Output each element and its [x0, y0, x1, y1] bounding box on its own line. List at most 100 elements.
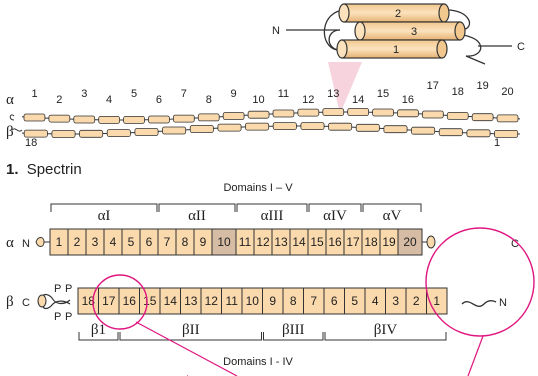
strand-segment	[189, 125, 214, 133]
strand-segment	[328, 122, 353, 131]
beta-repeat-number-9: 9	[269, 294, 276, 308]
strand-segment	[383, 125, 408, 134]
strand-number-10: 10	[252, 94, 264, 106]
strand-number-8: 8	[206, 94, 212, 106]
inset-c-terminus: C	[517, 41, 525, 53]
alpha-repeat-number-1: 1	[56, 235, 63, 249]
alpha-repeat-box-10	[211, 228, 237, 256]
alpha-n-terminus: N	[22, 238, 30, 250]
alpha-repeat-number-15: 15	[310, 235, 324, 249]
strand-segment	[247, 110, 270, 119]
alpha-repeat-number-12: 12	[256, 235, 270, 249]
strand-segment	[471, 113, 494, 122]
helix-label-1: 1	[393, 44, 399, 56]
strand-number-4: 4	[106, 94, 112, 106]
beta-n-terminus: N	[499, 297, 507, 309]
strand-segment	[297, 108, 320, 117]
alpha-repeat-number-9: 9	[200, 235, 207, 249]
alpha-greek-label: α	[6, 235, 14, 251]
alpha-repeat-number-11: 11	[239, 235, 252, 249]
helix-label-3: 3	[411, 26, 417, 38]
strand-segment	[162, 126, 187, 135]
beta-domain-label: β1	[91, 322, 106, 338]
alpha-strand	[9, 108, 521, 124]
alpha-domain-label: αV	[383, 208, 402, 224]
zoom-cone	[328, 62, 362, 114]
alpha-c-terminus: C	[511, 238, 519, 250]
alpha-domain-bracket	[236, 203, 308, 212]
beta-repeat-number-4: 4	[372, 294, 379, 308]
beta-strand-number-1: 1	[494, 137, 500, 149]
strand-number-12: 12	[302, 94, 314, 106]
alpha-domain-label: αIII	[261, 208, 284, 224]
alpha-repeat-number-3: 3	[92, 235, 99, 249]
alpha-repeat-number-18: 18	[364, 235, 378, 249]
beta-strand-number-18: 18	[25, 137, 37, 149]
alpha-repeat-number-5: 5	[128, 235, 135, 249]
strand-number-7: 7	[181, 88, 187, 100]
beta-repeat-number-1: 1	[433, 294, 440, 308]
strand-segment	[446, 112, 469, 120]
alpha-repeat-number-16: 16	[328, 235, 342, 249]
alpha-repeat-number-19: 19	[382, 235, 396, 249]
chain-beta-label: β	[6, 124, 14, 140]
alpha-repeat-number-7: 7	[164, 235, 171, 249]
inset-n-terminus: N	[272, 25, 280, 37]
phospho-label-1: P	[54, 283, 61, 295]
beta-domain-bracket	[78, 332, 119, 341]
beta-repeat-number-14: 14	[164, 294, 178, 308]
beta-repeat-number-2: 2	[413, 294, 420, 308]
strand-number-1: 1	[31, 88, 37, 100]
beta-repeat-number-17: 17	[102, 294, 116, 308]
strand-segment	[106, 129, 131, 138]
strand-number-20: 20	[501, 86, 513, 98]
beta-domain-bracket	[119, 332, 262, 341]
alpha-domain-bracket	[362, 203, 422, 212]
strand-segment	[172, 114, 195, 123]
beta-repeat-number-6: 6	[331, 294, 338, 308]
strand-segment	[322, 108, 345, 116]
beta-strand	[11, 122, 520, 138]
alpha-domain-bracket	[308, 203, 362, 212]
strand-segment	[496, 114, 519, 123]
beta-repeat-number-18: 18	[82, 294, 96, 308]
alpha-repeat-number-6: 6	[146, 235, 153, 249]
figure-title-text: Spectrin	[27, 161, 82, 178]
strand-segment	[245, 122, 270, 131]
strand-number-14: 14	[352, 94, 364, 106]
alpha-repeat-number-8: 8	[182, 235, 189, 249]
figure-title: 1. Spectrin	[6, 161, 82, 178]
phospho-label-2: P	[65, 283, 72, 295]
beta-repeat-number-11: 11	[226, 294, 239, 308]
strand-segment	[411, 126, 436, 135]
strand-segment	[23, 129, 48, 138]
alpha-domain-bracket	[158, 203, 236, 212]
beta-repeat-number-3: 3	[392, 294, 399, 308]
alpha-repeat-number-17: 17	[346, 235, 360, 249]
alpha-repeat-number-2: 2	[74, 235, 81, 249]
helix-bundle-inset: 2 3 1 N C	[272, 3, 525, 114]
strand-segment	[79, 129, 104, 138]
strand-number-15: 15	[377, 88, 389, 100]
beta-repeat-number-5: 5	[351, 294, 358, 308]
highlight-circle-termini	[425, 227, 535, 337]
beta-repeat-number-8: 8	[290, 294, 297, 308]
highlight-circle-repeat-16	[92, 274, 148, 330]
figure-title-number: 1.	[6, 161, 19, 178]
strand-segment	[217, 123, 242, 132]
strand-segment	[51, 130, 76, 138]
strand-segment	[421, 110, 444, 119]
alpha-repeat-number-4: 4	[110, 235, 117, 249]
beta-repeat-number-12: 12	[205, 294, 219, 308]
strand-segment	[272, 109, 295, 118]
strand-segment	[494, 129, 519, 138]
strand-number-6: 6	[156, 94, 162, 106]
beta-domain-label: βIV	[374, 322, 398, 338]
